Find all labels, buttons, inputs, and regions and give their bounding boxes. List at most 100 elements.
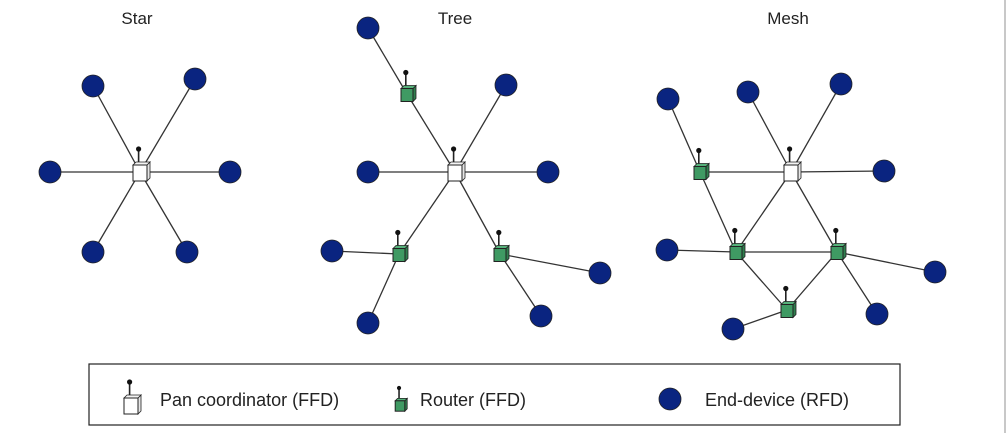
- end-device-node: [494, 73, 518, 97]
- link-c-e3: [790, 83, 842, 173]
- link-c-e1: [92, 85, 141, 173]
- legend-item-end: End-device (RFD): [658, 387, 849, 411]
- link-r3-r4: [786, 251, 838, 311]
- pan-coordinator-icon: [132, 146, 151, 182]
- link-r2-r4: [735, 251, 788, 311]
- star-edges: [50, 78, 230, 253]
- mesh-edges: [666, 83, 936, 330]
- end-device-node: [356, 160, 380, 184]
- end-device-icon: [872, 159, 896, 183]
- link-c-e5: [92, 171, 141, 253]
- link-r2-e5: [666, 249, 737, 253]
- end-device-node: [183, 67, 207, 91]
- end-device-node: [736, 80, 760, 104]
- tree-nodes: [320, 16, 612, 335]
- router-icon: [780, 285, 797, 319]
- router-node: [493, 229, 510, 263]
- topology-title-mesh: Mesh: [767, 9, 809, 28]
- coordinator-node: [132, 146, 151, 182]
- legend-box: [88, 363, 901, 426]
- mesh-nodes: [655, 72, 947, 341]
- end-device-node: [356, 16, 380, 40]
- end-device-icon: [81, 240, 105, 264]
- end-device-icon: [356, 311, 380, 335]
- end-device-icon: [38, 160, 62, 184]
- link-c-r3: [790, 171, 838, 253]
- link-c-e2: [747, 91, 792, 173]
- end-device-node: [656, 87, 680, 111]
- link-c-e6: [139, 171, 188, 253]
- end-device-icon: [923, 260, 947, 284]
- legend: Pan coordinator (FFD) Router (FFD) End-dev…: [88, 363, 901, 426]
- link-r3-e7: [836, 251, 878, 315]
- router-node: [830, 227, 847, 261]
- star-nodes: [38, 67, 242, 264]
- link-c-r2: [398, 171, 456, 255]
- router-node: [392, 229, 409, 263]
- end-device-icon: [356, 160, 380, 184]
- end-device-node: [356, 311, 380, 335]
- end-device-icon: [829, 72, 853, 96]
- right-border: [1004, 0, 1006, 433]
- end-device-icon: [494, 73, 518, 97]
- end-device-icon: [529, 304, 553, 328]
- pan-coordinator-icon: [447, 146, 466, 182]
- router-node: [729, 227, 746, 261]
- legend-icon: [658, 387, 682, 411]
- end-device-node: [536, 160, 560, 184]
- router-node: [780, 285, 797, 319]
- end-device-icon: [658, 387, 682, 411]
- router-icon: [693, 147, 710, 181]
- end-device-node: [175, 240, 199, 264]
- router-icon: [400, 69, 417, 103]
- pan-coordinator-icon: [123, 379, 142, 415]
- legend-label: End-device (RFD): [705, 390, 849, 410]
- link-r1-e1: [367, 27, 408, 95]
- end-device-icon: [736, 80, 760, 104]
- coordinator-node: [447, 146, 466, 182]
- router-node: [693, 147, 710, 181]
- link-c-r1: [406, 93, 456, 173]
- link-c-e2: [454, 84, 507, 173]
- legend-label: Router (FFD): [420, 390, 526, 410]
- end-device-node: [923, 260, 947, 284]
- router-icon: [392, 229, 409, 263]
- end-device-icon: [175, 240, 199, 264]
- router-icon: [493, 229, 510, 263]
- link-r3-e7: [499, 253, 601, 274]
- end-device-node: [655, 238, 679, 262]
- legend-icon: [123, 379, 142, 415]
- end-device-node: [721, 317, 745, 341]
- link-r2-e6: [367, 253, 400, 324]
- legend-label: Pan coordinator (FFD): [160, 390, 339, 410]
- end-device-node: [529, 304, 553, 328]
- end-device-node: [829, 72, 853, 96]
- router-icon: [394, 385, 409, 413]
- coordinator-node: [783, 146, 802, 182]
- end-device-icon: [536, 160, 560, 184]
- end-device-node: [872, 159, 896, 183]
- end-device-icon: [721, 317, 745, 341]
- end-device-icon: [218, 160, 242, 184]
- pan-coordinator-icon: [783, 146, 802, 182]
- router-node: [400, 69, 417, 103]
- router-icon: [830, 227, 847, 261]
- link-c-e2: [139, 78, 196, 173]
- end-device-icon: [183, 67, 207, 91]
- link-c-e4: [790, 170, 885, 173]
- end-device-node: [865, 302, 889, 326]
- topology-title-tree: Tree: [438, 9, 472, 28]
- end-device-icon: [865, 302, 889, 326]
- end-device-node: [320, 239, 344, 263]
- end-device-icon: [81, 74, 105, 98]
- link-r3-e8: [499, 253, 542, 317]
- end-device-node: [38, 160, 62, 184]
- end-device-icon: [655, 238, 679, 262]
- end-device-icon: [320, 239, 344, 263]
- link-r1-r2: [699, 171, 737, 253]
- legend-item-router: Router (FFD): [394, 385, 526, 413]
- topology-title-star: Star: [121, 9, 153, 28]
- end-device-icon: [588, 261, 612, 285]
- legend-item-coordinator: Pan coordinator (FFD): [123, 379, 339, 415]
